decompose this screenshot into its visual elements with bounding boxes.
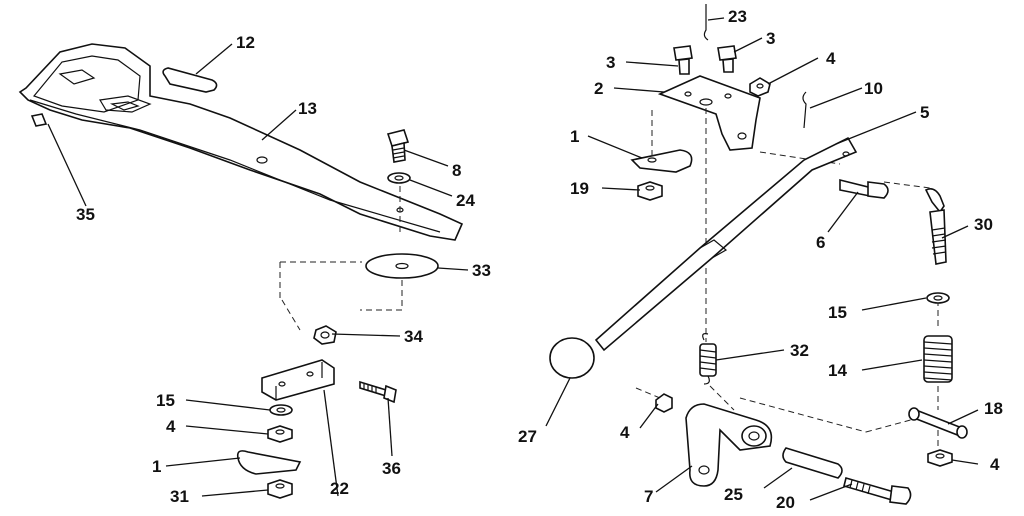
part-33-large-washer bbox=[365, 253, 439, 279]
callout-4-mid: 4 bbox=[620, 423, 630, 442]
part-14-spring bbox=[923, 335, 953, 383]
callout-18: 18 bbox=[984, 399, 1003, 418]
callout-2: 2 bbox=[594, 79, 603, 98]
part-1-clip-right bbox=[630, 149, 693, 173]
part-22-bracket bbox=[261, 359, 335, 401]
callout-27: 27 bbox=[518, 427, 537, 446]
callout-4-bottom-right: 4 bbox=[990, 455, 1000, 474]
part-2-bracket bbox=[657, 75, 761, 151]
part-34-nut bbox=[313, 325, 337, 345]
callout-34: 34 bbox=[404, 327, 423, 346]
part-30-eye-bolt bbox=[924, 188, 947, 265]
callout-8: 8 bbox=[452, 161, 461, 180]
part-6-bolt bbox=[839, 178, 889, 199]
callout-3-right: 3 bbox=[766, 29, 775, 48]
part-32-spring bbox=[699, 333, 717, 385]
part-1-clip bbox=[236, 450, 302, 475]
part-13-deflector-bar bbox=[18, 43, 464, 241]
callout-25: 25 bbox=[724, 485, 743, 504]
part-23-wire bbox=[703, 4, 709, 41]
callout-20: 20 bbox=[776, 493, 795, 512]
part-7-lever-bracket bbox=[685, 403, 773, 487]
callout-22: 22 bbox=[330, 479, 349, 498]
part-8-bolt bbox=[386, 129, 410, 163]
callout-36: 36 bbox=[382, 459, 401, 478]
part-4-nut-bottom-right bbox=[927, 449, 953, 467]
callout-1-left: 1 bbox=[152, 457, 161, 476]
part-15-washer bbox=[269, 404, 293, 416]
callout-32: 32 bbox=[790, 341, 809, 360]
callout-4-left: 4 bbox=[166, 417, 176, 436]
callout-24: 24 bbox=[456, 191, 475, 210]
part-15-washer-right bbox=[926, 292, 950, 304]
callout-14: 14 bbox=[828, 361, 847, 380]
part-4-nut bbox=[267, 425, 293, 443]
callout-7: 7 bbox=[644, 487, 653, 506]
callout-31: 31 bbox=[170, 487, 189, 506]
callout-23: 23 bbox=[728, 7, 747, 26]
callout-15-left: 15 bbox=[156, 391, 175, 410]
part-4-nut-top bbox=[749, 77, 771, 97]
callout-3-left: 3 bbox=[606, 53, 615, 72]
part-4-nut-mid bbox=[655, 393, 673, 413]
part-12-handle-pad bbox=[162, 67, 218, 93]
part-35-tab bbox=[30, 113, 48, 127]
callout-13: 13 bbox=[298, 99, 317, 118]
part-20-bolt bbox=[843, 476, 912, 505]
part-31-nut bbox=[267, 479, 293, 499]
callout-1-right: 1 bbox=[570, 127, 579, 146]
part-27-knob bbox=[549, 337, 595, 379]
callout-5: 5 bbox=[920, 103, 929, 122]
callout-6: 6 bbox=[816, 233, 825, 252]
part-5-rod bbox=[594, 136, 858, 352]
part-24-washer bbox=[387, 172, 411, 184]
part-36-bolt bbox=[359, 380, 397, 404]
callout-4-top: 4 bbox=[826, 49, 836, 68]
part-3-bolt-left bbox=[673, 45, 693, 75]
part-18-pin bbox=[908, 407, 968, 439]
callout-12: 12 bbox=[236, 33, 255, 52]
callout-35: 35 bbox=[76, 205, 95, 224]
callout-10: 10 bbox=[864, 79, 883, 98]
callout-15-right: 15 bbox=[828, 303, 847, 322]
callout-30: 30 bbox=[974, 215, 993, 234]
part-19-nut bbox=[637, 181, 663, 201]
callout-33: 33 bbox=[472, 261, 491, 280]
callout-19: 19 bbox=[570, 179, 589, 198]
part-25-sleeve bbox=[782, 447, 843, 479]
part-3-bolt-right bbox=[717, 45, 737, 73]
part-10-cotter-pin bbox=[802, 91, 807, 129]
